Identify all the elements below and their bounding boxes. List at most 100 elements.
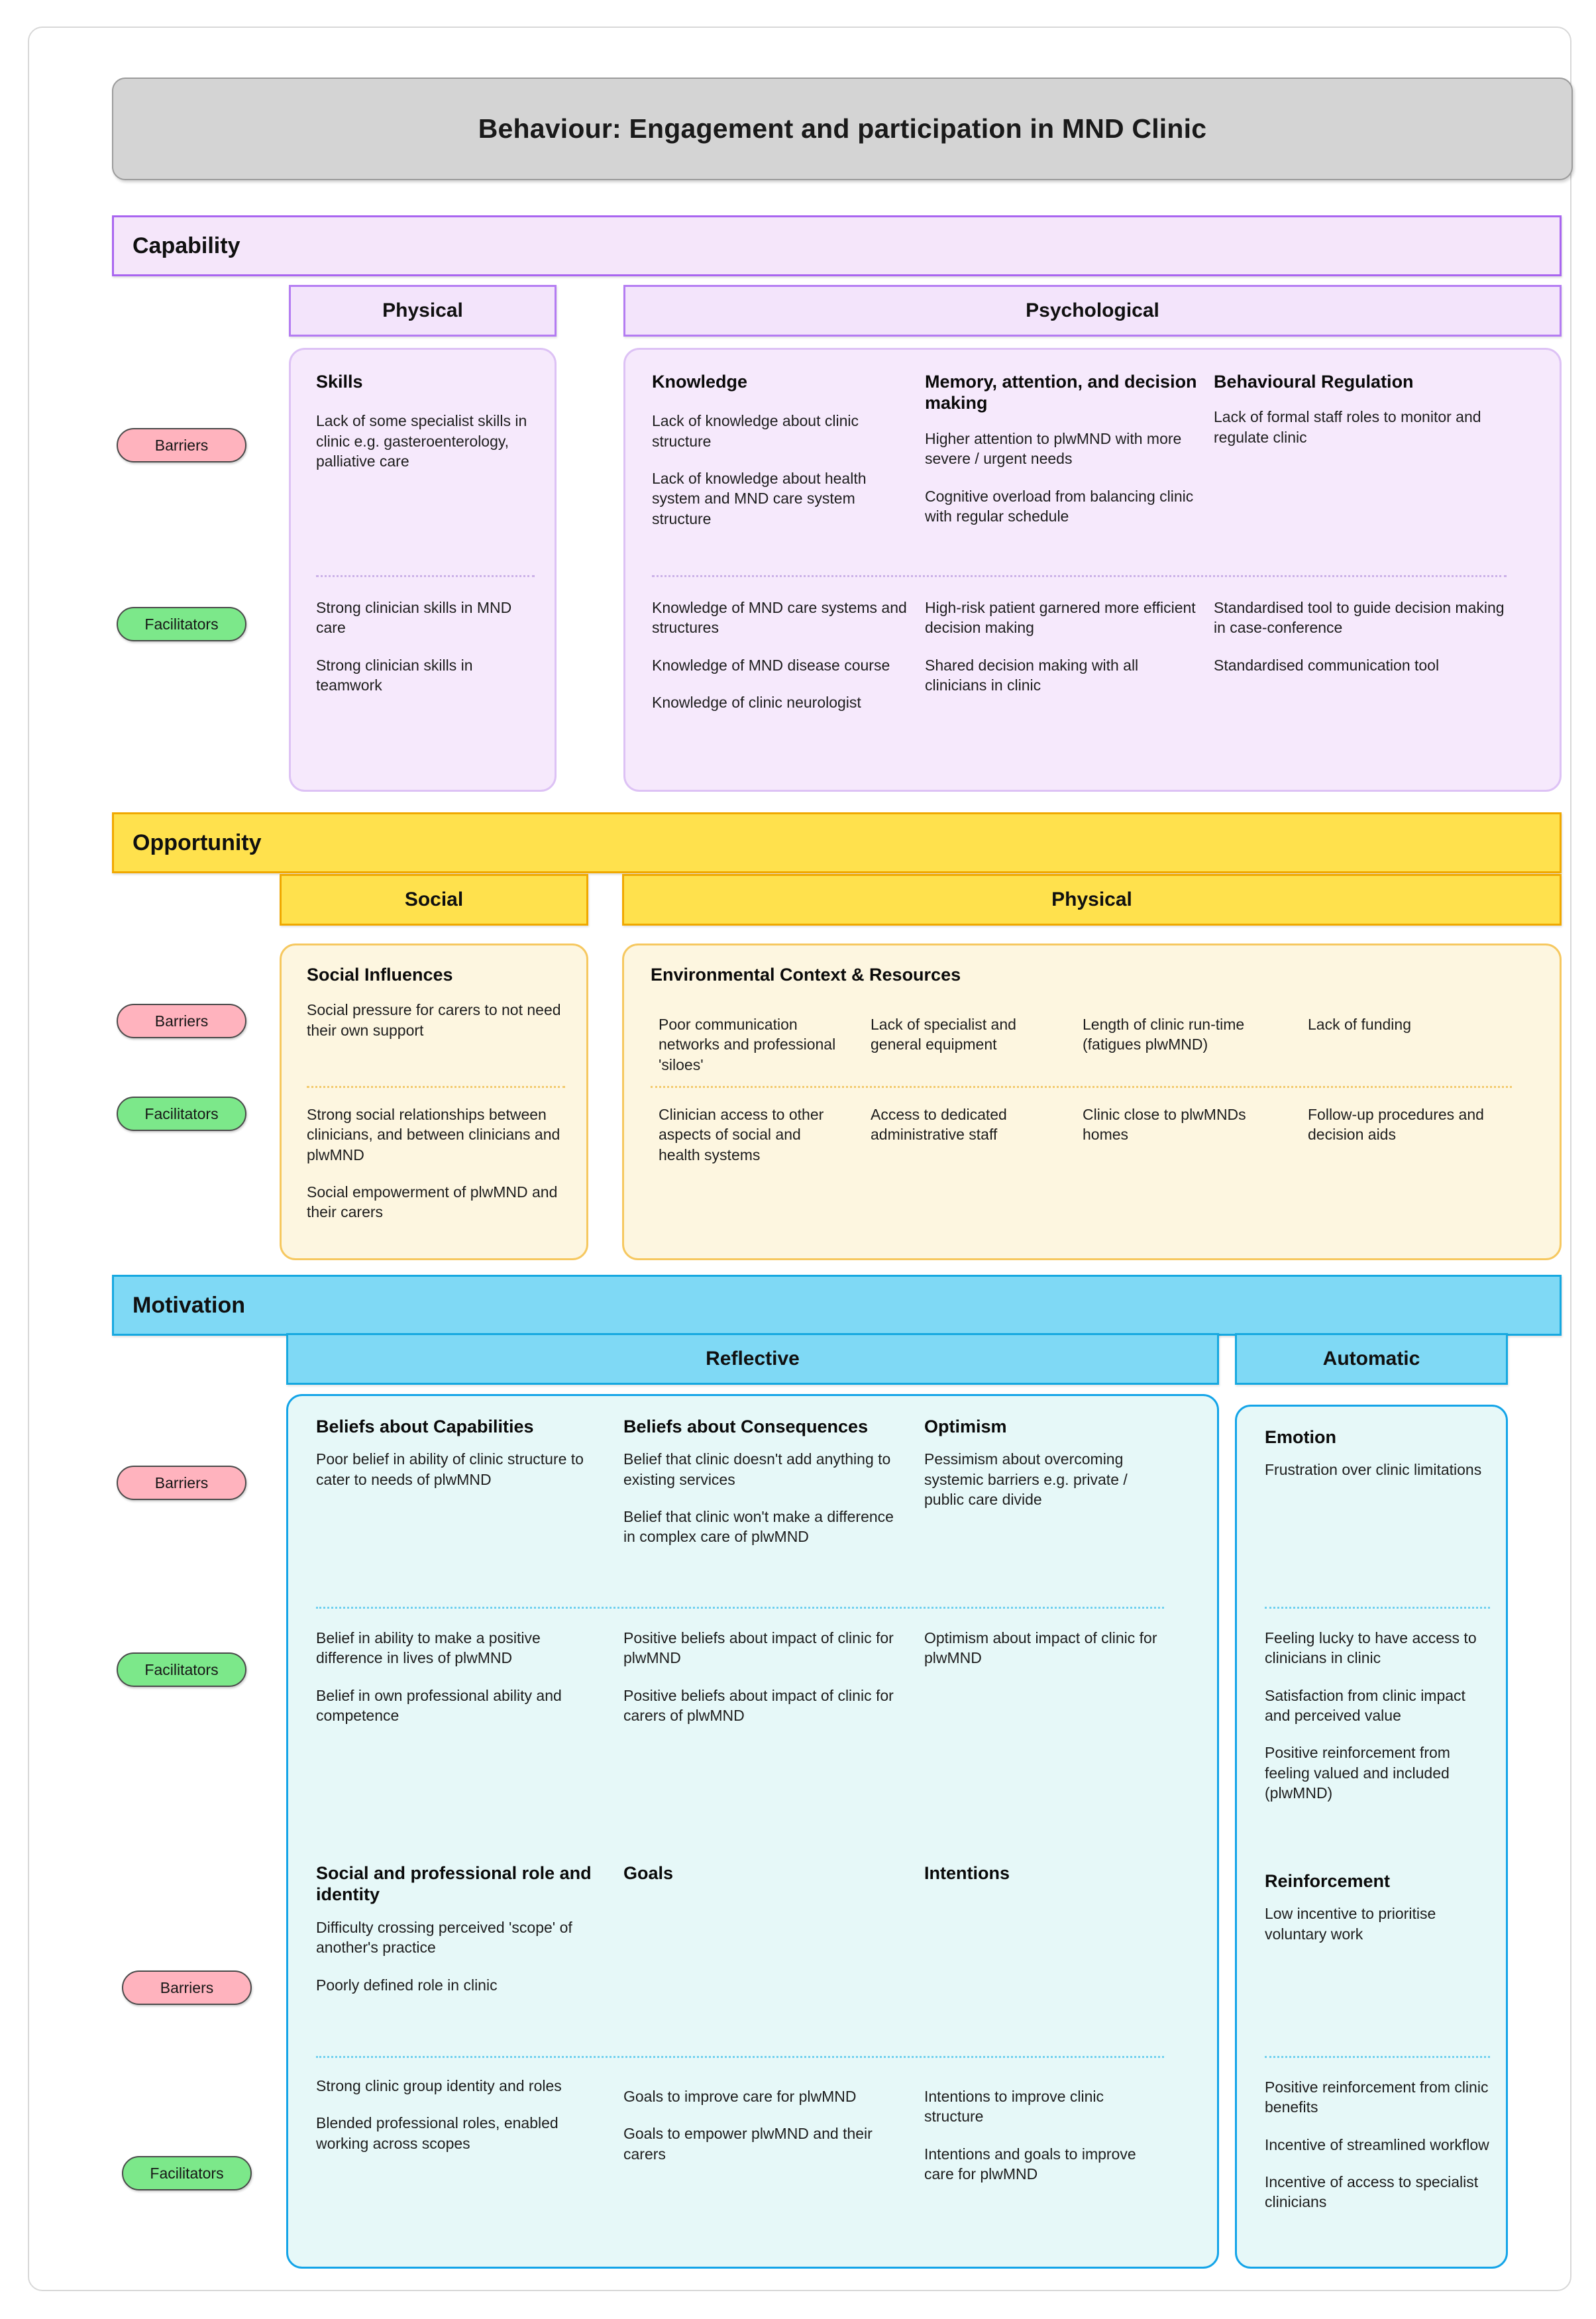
list-item: Feeling lucky to have access to clinicia… xyxy=(1265,1629,1477,1667)
env-facilitator-col-2: Access to dedicated administrative staff xyxy=(871,1105,1056,1145)
env-barrier-col-4: Lack of funding xyxy=(1308,1014,1507,1034)
domain-title-social-role-identity: Social and professional role and identit… xyxy=(316,1863,592,1905)
list-item: Strong clinic group identity and roles xyxy=(316,2077,562,2094)
legend-pill-facilitators-motivation-top: Facilitators xyxy=(117,1652,246,1687)
barrier-facilitator-divider xyxy=(651,1086,1512,1088)
list-item: Lack of knowledge about clinic structure xyxy=(652,412,859,450)
domain-title-environmental-context: Environmental Context & Resources xyxy=(651,965,961,985)
list-item: Frustration over clinic limitations xyxy=(1265,1461,1482,1479)
domain-beliefs-consequences-facilitators: Positive beliefs about impact of clinic … xyxy=(623,1628,895,1725)
list-item: Optimism about impact of clinic for plwM… xyxy=(924,1629,1157,1667)
list-item: Satisfaction from clinic impact and perc… xyxy=(1265,1686,1465,1725)
domain-title-beliefs-consequences: Beliefs about Consequences xyxy=(623,1417,869,1436)
list-item: Belief in ability to make a positive dif… xyxy=(316,1629,541,1667)
domain-optimism-facilitators: Optimism about impact of clinic for plwM… xyxy=(924,1628,1163,1668)
list-item: Knowledge of MND care systems and struct… xyxy=(652,599,907,637)
list-item: Poorly defined role in clinic xyxy=(316,1976,498,1994)
legend-pill-facilitators-motivation-bottom: Facilitators xyxy=(122,2156,252,2190)
domain-social-influences: Social Influences Social pressure for ca… xyxy=(307,964,565,1057)
list-item: Knowledge of MND disease course xyxy=(652,656,890,674)
list-item: Poor communication networks and professi… xyxy=(659,1016,836,1073)
list-item: Knowledge of clinic neurologist xyxy=(652,694,861,712)
card-opportunity-physical: Environmental Context & Resources Poor c… xyxy=(622,944,1562,1260)
barrier-facilitator-divider xyxy=(652,575,1507,577)
domain-title-behavioural-regulation: Behavioural Regulation xyxy=(1214,372,1414,392)
list-item: Belief that clinic doesn't add anything … xyxy=(623,1450,891,1488)
list-item: Poor belief in ability of clinic structu… xyxy=(316,1450,584,1488)
section-banner-motivation: Motivation xyxy=(112,1275,1562,1336)
list-item: Standardised tool to guide decision maki… xyxy=(1214,599,1505,637)
legend-pill-facilitators-capability: Facilitators xyxy=(117,607,246,641)
domain-title-social-influences: Social Influences xyxy=(307,965,453,985)
list-item: Low incentive to prioritise voluntary wo… xyxy=(1265,1905,1436,1943)
barrier-facilitator-divider xyxy=(316,575,535,577)
domain-title-optimism: Optimism xyxy=(924,1417,1007,1436)
page-title: Behaviour: Engagement and participation … xyxy=(478,113,1207,144)
legend-pill-facilitators-opportunity: Facilitators xyxy=(117,1097,246,1131)
section-label-motivation: Motivation xyxy=(133,1292,245,1318)
domain-behavioural-regulation: Behavioural Regulation Lack of formal st… xyxy=(1214,371,1505,464)
domain-memory-attention: Memory, attention, and decision making H… xyxy=(925,371,1203,543)
list-item: Belief in own professional ability and c… xyxy=(316,1686,562,1725)
domain-title-beliefs-capabilities: Beliefs about Capabilities xyxy=(316,1417,534,1436)
env-barrier-col-2: Lack of specialist and general equipment xyxy=(871,1014,1056,1055)
list-item: High-risk patient garnered more efficien… xyxy=(925,599,1196,637)
domain-optimism: Optimism Pessimism about overcoming syst… xyxy=(924,1416,1163,1527)
domain-social-role-identity-facilitators: Strong clinic group identity and roles B… xyxy=(316,2076,601,2153)
legend-pill-barriers-capability: Barriers xyxy=(117,428,246,462)
env-barrier-col-3: Length of clinic run-time (fatigues plwM… xyxy=(1083,1014,1281,1055)
barrier-facilitator-divider xyxy=(1265,2056,1490,2058)
list-item: Clinician access to other aspects of soc… xyxy=(659,1106,824,1163)
list-item: Goals to improve care for plwMND xyxy=(623,2088,857,2105)
domain-intentions: Intentions xyxy=(924,1862,1163,1898)
list-item: Incentive of access to specialist clinic… xyxy=(1265,2173,1479,2211)
domain-beliefs-consequences: Beliefs about Consequences Belief that c… xyxy=(623,1416,895,1564)
domain-behavioural-regulation-facilitators: Standardised tool to guide decision maki… xyxy=(1214,598,1505,675)
list-item: Shared decision making with all clinicia… xyxy=(925,656,1139,694)
card-motivation-reflective: Beliefs about Capabilities Poor belief i… xyxy=(286,1394,1219,2269)
column-header-capability-physical: Physical xyxy=(289,285,557,337)
barrier-facilitator-divider xyxy=(316,2056,1164,2058)
domain-title-reinforcement: Reinforcement xyxy=(1265,1871,1391,1891)
list-item: Follow-up procedures and decision aids xyxy=(1308,1106,1484,1144)
column-header-opportunity-social: Social xyxy=(280,874,588,926)
list-item: Positive reinforcement from clinic benef… xyxy=(1265,2078,1489,2116)
domain-goals: Goals xyxy=(623,1862,895,1898)
list-item: Blended professional roles, enabled work… xyxy=(316,2114,559,2152)
domain-emotion-facilitators: Feeling lucky to have access to clinicia… xyxy=(1265,1628,1490,1804)
list-item: Positive reinforcement from feeling valu… xyxy=(1265,1744,1450,1802)
section-label-capability: Capability xyxy=(133,233,240,258)
domain-beliefs-capabilities-facilitators: Belief in ability to make a positive dif… xyxy=(316,1628,601,1725)
list-item: Social empowerment of plwMND and their c… xyxy=(307,1183,558,1221)
list-item: Lack of some specialist skills in clinic… xyxy=(316,412,527,470)
list-item: Intentions and goals to improve care for… xyxy=(924,2145,1136,2183)
card-motivation-automatic: Emotion Frustration over clinic limitati… xyxy=(1235,1405,1508,2269)
env-facilitator-col-3: Clinic close to plwMNDs homes xyxy=(1083,1105,1281,1145)
barrier-facilitator-divider xyxy=(307,1086,565,1088)
domain-knowledge: Knowledge Lack of knowledge about clinic… xyxy=(652,371,917,546)
column-header-motivation-automatic: Automatic xyxy=(1235,1333,1508,1385)
domain-memory-attention-facilitators: High-risk patient garnered more efficien… xyxy=(925,598,1203,695)
list-item: Cognitive overload from balancing clinic… xyxy=(925,487,1194,525)
list-item: Pessimism about overcoming systemic barr… xyxy=(924,1450,1128,1509)
section-banner-capability: Capability xyxy=(112,215,1562,276)
list-item: Goals to empower plwMND and their carers xyxy=(623,2125,873,2163)
behaviour-title-bar: Behaviour: Engagement and participation … xyxy=(112,78,1573,180)
domain-skills: Skills Lack of some specialist skills in… xyxy=(316,371,535,488)
domain-intentions-facilitators: Intentions to improve clinic structure I… xyxy=(924,2086,1163,2184)
env-barrier-col-1: Poor communication networks and professi… xyxy=(659,1014,844,1075)
barrier-facilitator-divider xyxy=(316,1607,1164,1609)
barrier-facilitator-divider xyxy=(1265,1607,1490,1609)
card-capability-physical: Skills Lack of some specialist skills in… xyxy=(289,348,557,792)
domain-title-memory-attention: Memory, attention, and decision making xyxy=(925,372,1197,413)
domain-goals-facilitators: Goals to improve care for plwMND Goals t… xyxy=(623,2086,895,2164)
list-item: Lack of formal staff roles to monitor an… xyxy=(1214,408,1481,446)
card-capability-psychological: Knowledge Lack of knowledge about clinic… xyxy=(623,348,1562,792)
domain-reinforcement-facilitators: Positive reinforcement from clinic benef… xyxy=(1265,2077,1490,2212)
list-item: Lack of specialist and general equipment xyxy=(871,1016,1016,1053)
column-header-capability-psychological: Psychological xyxy=(623,285,1562,337)
domain-social-influences-facilitators: Strong social relationships between clin… xyxy=(307,1105,565,1222)
list-item: Length of clinic run-time (fatigues plwM… xyxy=(1083,1016,1245,1053)
list-item: Clinic close to plwMNDs homes xyxy=(1083,1106,1246,1144)
